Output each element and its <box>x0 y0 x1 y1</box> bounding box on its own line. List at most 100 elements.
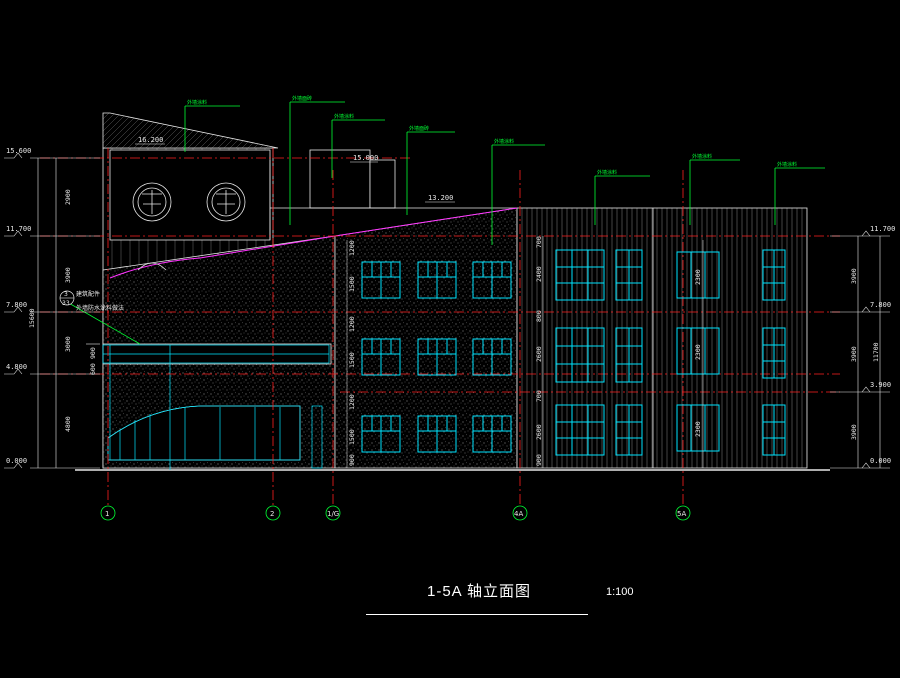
dimension-label: 3900 <box>850 424 858 440</box>
window <box>762 249 786 301</box>
round-window <box>132 182 172 222</box>
window <box>472 261 512 299</box>
window <box>361 338 401 376</box>
dimension-label: 2600 <box>535 346 543 362</box>
material-leaders <box>59 101 825 345</box>
dimension-label: 600 <box>89 363 97 375</box>
level-label: 15.600 <box>6 147 31 155</box>
top-elevations: 16.200 15.000 13.200 <box>135 136 455 203</box>
right-dimension-chain <box>830 230 890 469</box>
level-label: 11.700 <box>6 225 31 233</box>
dimension-label: 3900 <box>850 346 858 362</box>
window <box>555 404 605 456</box>
window <box>555 249 605 301</box>
axis-label: 1/G <box>327 510 339 518</box>
window <box>472 415 512 453</box>
dimension-label: 800 <box>535 310 543 322</box>
leader-label: 外墙涂料 <box>334 113 354 120</box>
dimension-label: 2400 <box>535 266 543 282</box>
dimension-label: 900 <box>348 454 356 466</box>
leader-label: 外墙面砖 <box>409 125 429 132</box>
axis-label: 4A <box>514 510 523 518</box>
window <box>676 327 720 375</box>
window <box>361 415 401 453</box>
round-windows <box>132 182 246 271</box>
dimension-label: 11700 <box>872 342 880 362</box>
dimension-label: 4800 <box>64 416 72 432</box>
right-vertical-dims: 700 2400 800 2600 700 2600 900 2300 2300… <box>535 236 704 468</box>
middle-vertical-dims: 1200 1500 1200 1500 1200 1500 900 <box>346 240 356 468</box>
dimension-label: 1500 <box>348 352 356 368</box>
level-label: 7.800 <box>870 301 891 309</box>
drawing-title: 1-5A 轴立面图 <box>427 583 532 600</box>
right-block <box>516 207 808 469</box>
window <box>762 327 786 379</box>
tower-parapet <box>102 112 279 149</box>
dimension-label: 900 <box>89 347 97 359</box>
dimension-label: 900 <box>535 454 543 466</box>
callout-top: 3 <box>64 291 68 298</box>
dimension-label: 15600 <box>28 308 36 328</box>
dimension-label: 2300 <box>694 269 702 285</box>
round-window <box>206 182 246 222</box>
window <box>615 249 643 301</box>
axis-label: 1 <box>105 510 109 518</box>
leader-label: 外墙涂料 <box>597 169 617 176</box>
window <box>417 338 457 376</box>
dimension-label: 3900 <box>64 267 72 283</box>
window <box>417 261 457 299</box>
dimension-label: 2900 <box>64 189 72 205</box>
dimension-label: 1200 <box>348 240 356 256</box>
dimension-label: 1500 <box>348 276 356 292</box>
leader-label: 外墙涂料 <box>777 161 797 168</box>
window <box>615 327 643 383</box>
title-underline <box>366 614 588 615</box>
dimension-label: 2600 <box>535 424 543 440</box>
leader-label: 外墙涂料 <box>692 153 712 160</box>
axis-grid <box>40 148 840 505</box>
axis-bubbles <box>100 505 691 521</box>
dimension-label: 1200 <box>348 394 356 410</box>
level-label: 3.900 <box>870 381 891 389</box>
windows <box>361 249 786 456</box>
dimension-label: 1200 <box>348 316 356 332</box>
rooftop-box <box>309 149 371 209</box>
window <box>615 404 643 456</box>
level-label: 0.000 <box>870 457 891 465</box>
dimension-label: 700 <box>535 390 543 402</box>
leader-label: 外墙涂料 <box>494 138 514 145</box>
elevation-label: 16.200 <box>138 136 163 144</box>
callout-note: 建筑配件 <box>76 290 100 298</box>
dimension-label: 700 <box>535 236 543 248</box>
axis-label: 5A <box>677 510 686 518</box>
level-label: 4.800 <box>6 363 27 371</box>
window <box>676 404 720 452</box>
dimension-label: 3900 <box>850 268 858 284</box>
callout-note: 外墙防水涂料做法 <box>76 304 124 312</box>
material-leader-labels: 外墙涂料 外墙面砖 外墙涂料 外墙面砖 外墙涂料 外墙涂料 外墙涂料 外墙涂料 <box>187 95 797 176</box>
left-dimension-chain <box>4 152 100 469</box>
window <box>676 251 720 299</box>
window <box>417 415 457 453</box>
drawing-scale: 1:100 <box>606 586 634 598</box>
level-label: 11.700 <box>870 225 895 233</box>
dimension-label: 1500 <box>348 429 356 445</box>
callout-bottom: 33 <box>62 300 70 307</box>
window <box>472 338 512 376</box>
dimension-label: 2300 <box>694 421 702 437</box>
leader-label: 外墙涂料 <box>187 99 207 106</box>
elevation-label: 13.200 <box>428 194 453 202</box>
window <box>361 261 401 299</box>
detail-callout: 3 33 建筑配件 外墙防水涂料做法 <box>59 290 124 312</box>
roof-line <box>109 207 518 279</box>
window <box>762 404 786 456</box>
canopy-glazing <box>102 344 330 470</box>
window <box>555 327 605 383</box>
elevation-label: 15.000 <box>353 154 378 162</box>
level-label: 0.000 <box>6 457 27 465</box>
level-label: 7.800 <box>6 301 27 309</box>
dimension-label: 2300 <box>694 344 702 360</box>
rooftop-box-side <box>369 159 396 209</box>
leader-label: 外墙面砖 <box>292 95 312 102</box>
